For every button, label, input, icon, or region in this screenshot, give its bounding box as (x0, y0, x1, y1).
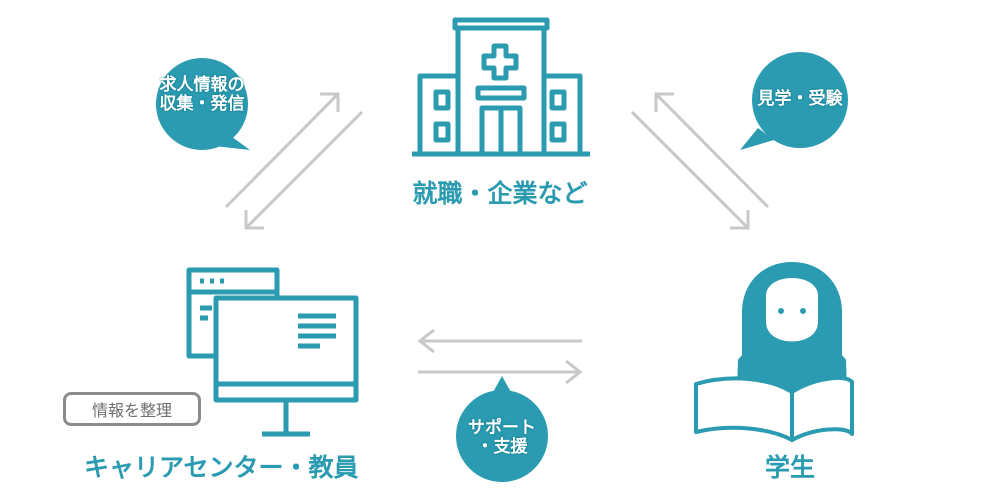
computer-monitor-icon (186, 267, 359, 437)
bubble-support-line1: サポート (468, 418, 536, 438)
bubble-support-line2: ・支援 (476, 436, 528, 457)
bubble-visit (740, 52, 848, 150)
bubble-support-text: サポート ・支援 (450, 419, 554, 456)
arrow-center-to-company (224, 92, 340, 209)
arrow-student-to-center (417, 328, 582, 354)
bubble-recruit-line1: 求人情報の (159, 75, 245, 95)
arrow-center-to-student (418, 359, 583, 385)
bubble-visit-line1: 見学・受験 (757, 89, 843, 109)
arrow-company-to-center (244, 110, 364, 230)
bubble-recruit-text: 求人情報の 収集・発信 (147, 76, 257, 113)
organize-info-tag: 情報を整理 (63, 392, 201, 426)
bubble-recruit-line2: 収集・発信 (159, 93, 245, 114)
student-reading-icon (694, 262, 854, 442)
center-label: キャリアセンター・教員 (84, 453, 359, 482)
student-label: 学生 (764, 453, 815, 482)
arrow-company-to-student (630, 110, 750, 230)
company-label: 就職・企業など (412, 179, 588, 208)
bubble-recruit (156, 58, 250, 150)
arrow-student-to-company (654, 92, 770, 209)
bubble-support (456, 376, 548, 482)
hospital-building-icon (412, 17, 590, 157)
bubble-visit-text: 見学・受験 (744, 90, 856, 109)
